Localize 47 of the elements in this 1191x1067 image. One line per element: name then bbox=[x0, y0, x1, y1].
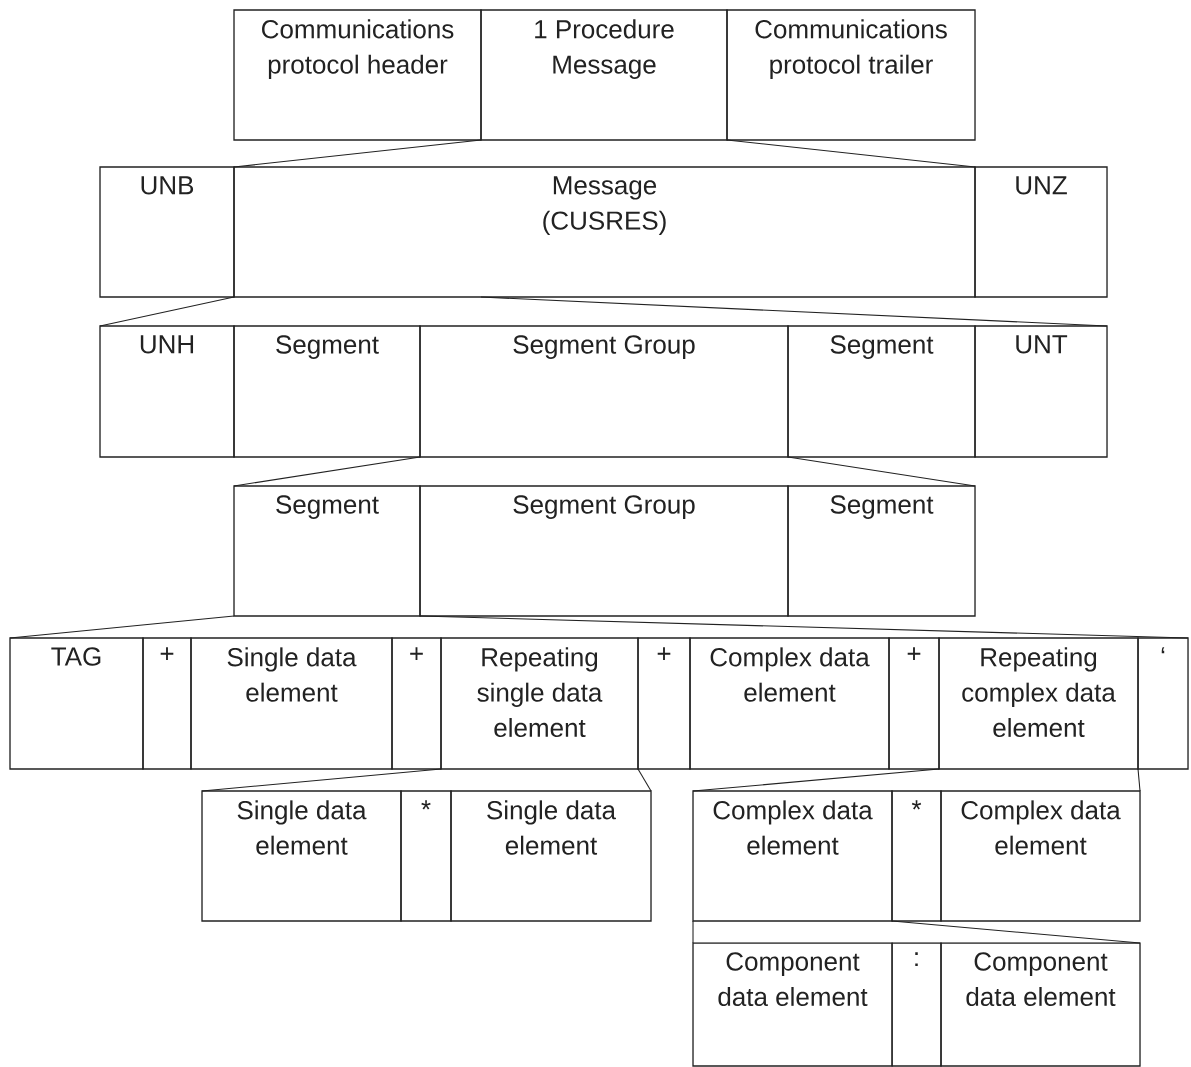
structure-cell: Component data element bbox=[940, 942, 1141, 1067]
structure-cell: Complex data element bbox=[940, 790, 1141, 922]
expansion-line bbox=[419, 615, 1189, 639]
expansion-line bbox=[891, 920, 1141, 944]
structure-cell: Complex data element bbox=[689, 637, 890, 770]
structure-cell: Single data element bbox=[201, 790, 402, 922]
expansion-line bbox=[692, 768, 940, 792]
structure-cell: Segment bbox=[233, 325, 421, 458]
structure-cell: Repeating complex data element bbox=[938, 637, 1139, 770]
structure-cell: Segment bbox=[787, 325, 976, 458]
structure-cell: Segment bbox=[233, 485, 421, 617]
structure-cell: UNB bbox=[99, 166, 235, 298]
structure-cell: Segment Group bbox=[419, 485, 789, 617]
structure-cell: UNH bbox=[99, 325, 235, 458]
expansion-line bbox=[637, 768, 652, 792]
structure-cell: Component data element bbox=[692, 942, 893, 1067]
expansion-line bbox=[233, 139, 482, 168]
expansion-line bbox=[1137, 768, 1141, 792]
structure-cell: UNZ bbox=[974, 166, 1108, 298]
separator-cell: + bbox=[142, 637, 192, 770]
separator-cell: : bbox=[891, 942, 942, 1067]
structure-cell: Segment bbox=[787, 485, 976, 617]
structure-cell: 1 Procedure Message bbox=[480, 9, 728, 141]
expansion-line bbox=[692, 920, 694, 944]
structure-cell: UNT bbox=[974, 325, 1108, 458]
expansion-line bbox=[233, 456, 421, 487]
structure-cell: Segment Group bbox=[419, 325, 789, 458]
expansion-line bbox=[726, 139, 976, 168]
structure-cell: Message (CUSRES) bbox=[233, 166, 976, 298]
separator-cell: + bbox=[637, 637, 691, 770]
separator-cell: + bbox=[888, 637, 940, 770]
expansion-line bbox=[201, 768, 442, 792]
separator-cell: * bbox=[400, 790, 452, 922]
structure-cell: Communications protocol trailer bbox=[726, 9, 976, 141]
structure-cell: Communications protocol header bbox=[233, 9, 482, 141]
structure-cell: Single data element bbox=[190, 637, 393, 770]
separator-cell: * bbox=[891, 790, 942, 922]
expansion-line bbox=[480, 296, 1108, 327]
separator-cell: ‘ bbox=[1137, 637, 1189, 770]
expansion-line bbox=[9, 615, 235, 639]
structure-cell: Repeating single data element bbox=[440, 637, 639, 770]
expansion-line bbox=[787, 456, 976, 487]
structure-cell: Complex data element bbox=[692, 790, 893, 922]
expansion-line bbox=[99, 296, 235, 327]
structure-cell: Single data element bbox=[450, 790, 652, 922]
separator-cell: + bbox=[391, 637, 442, 770]
structure-cell: TAG bbox=[9, 637, 144, 770]
